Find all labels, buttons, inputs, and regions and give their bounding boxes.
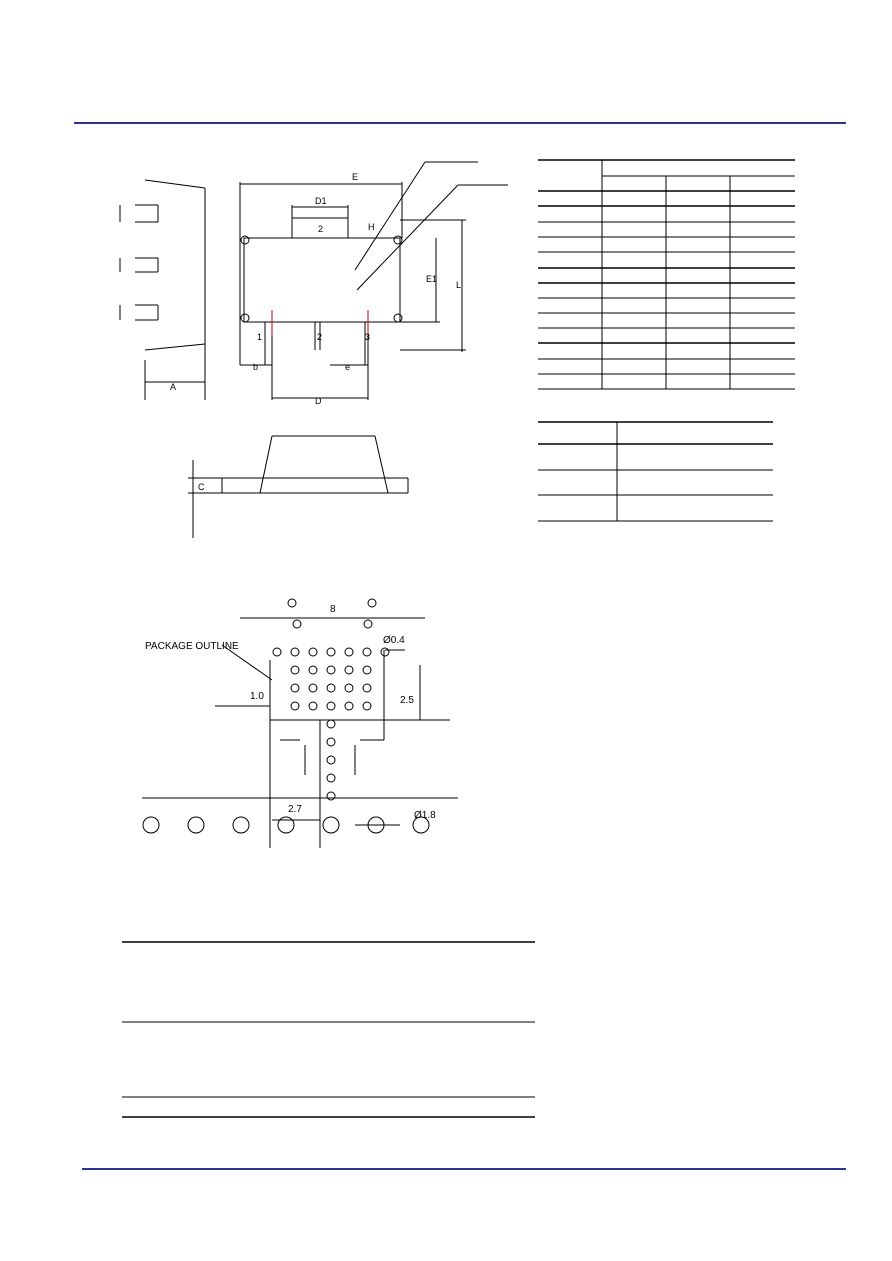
dim-D-label: D [315,396,322,406]
dim-C-label: C [198,482,205,492]
footprint-dim-8: 8 [330,604,336,615]
pin3-label: 3 [365,332,370,342]
footprint-dim-1-8: Ø1.8 [414,810,436,821]
footprint-dim-2-7: 2.7 [288,804,302,815]
dim-b-label: b [253,362,258,372]
top-view [239,161,508,400]
dim-D1-label: D1 [315,196,327,206]
dim-L-label: L [456,280,461,290]
footprint-dim-2-5: 2.5 [400,695,414,706]
dim-A-label: A [170,382,176,392]
dimension-table [538,159,795,390]
dim-H-label: H [368,222,375,232]
footprint-dim-d4: Ø0.4 [383,635,405,646]
end-view [119,179,206,400]
package-outline-label: PACKAGE OUTLINE [145,641,239,652]
footprint-dim-1-0: 1.0 [250,691,264,702]
footprint-drawing [142,598,458,848]
pin1-label: 1 [257,332,262,342]
dim-E1-label: E1 [426,274,437,284]
dim-E-label: E [352,172,358,182]
pin2-label: 2 [317,332,322,342]
footer-rule [82,1168,846,1170]
pin2-top-label: 2 [318,224,323,234]
note-table [538,421,773,522]
bottom-table [122,941,535,1118]
dim-e-label: e [345,362,350,372]
header-rule [74,122,846,124]
side-view [188,435,409,538]
